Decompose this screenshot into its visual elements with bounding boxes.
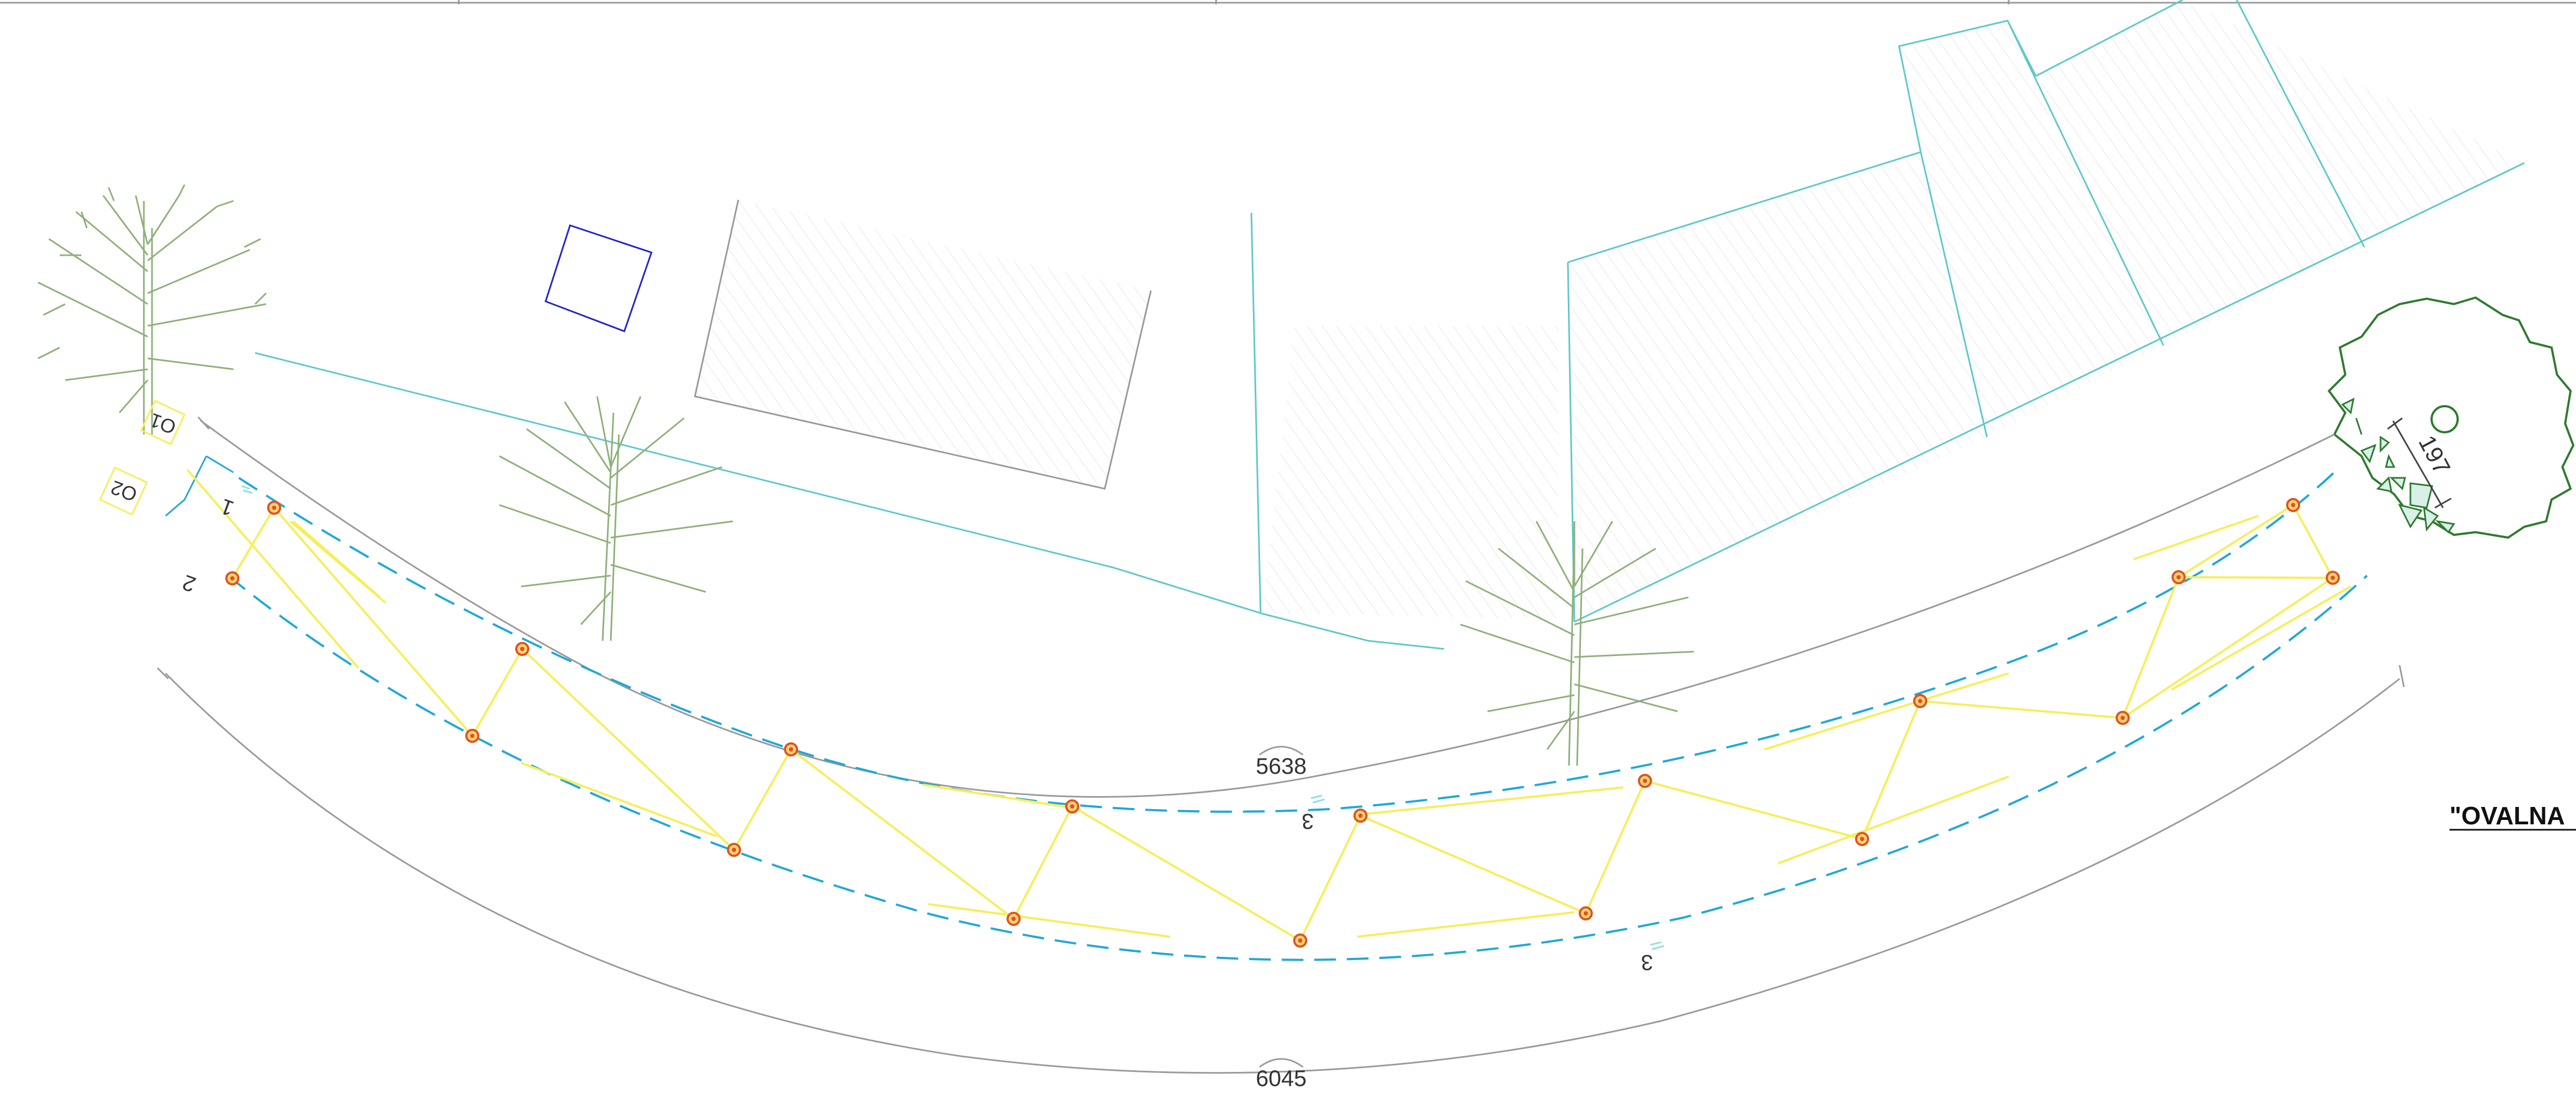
survey-marker <box>1065 799 1079 813</box>
tree-3 <box>1460 521 1694 766</box>
survey-marker <box>1855 832 1869 846</box>
network-segment <box>2178 504 2294 578</box>
point-label-3a: 3 <box>1302 809 1314 833</box>
network-tangent <box>2133 515 2259 560</box>
survey-marker <box>515 642 529 656</box>
boundary-corners <box>165 455 234 517</box>
survey-marker <box>465 729 479 743</box>
point-label-3b: 3 <box>1641 950 1653 974</box>
survey-marker <box>1579 906 1593 920</box>
survey-marker <box>2116 711 2130 725</box>
building-cyan-hatched <box>1262 0 2524 622</box>
dimension-outer-arc: 6045 <box>1256 1065 1306 1091</box>
network-segment <box>790 748 1015 920</box>
dimension-ticks <box>1259 746 1303 1068</box>
network-tangent <box>521 762 717 837</box>
network-tangent <box>186 469 359 669</box>
network-segment <box>273 507 473 737</box>
network-segment <box>1920 700 2123 719</box>
outer-gray-arc <box>156 665 2405 1074</box>
survey-marker <box>2172 570 2186 584</box>
network-segment <box>1585 780 1646 914</box>
point-label-2: 2 <box>180 570 199 597</box>
survey-marker <box>784 742 798 756</box>
marker-o2: O2 <box>99 466 148 516</box>
dashed-boundary-outer <box>227 575 2368 961</box>
dimension-inner-arc: 5638 <box>1256 753 1306 779</box>
survey-marker <box>1007 912 1021 926</box>
survey-marker <box>1353 809 1368 823</box>
dashed-boundary-inner <box>238 466 2341 813</box>
title-text: "OVALNA <box>2450 802 2565 830</box>
marker-o1: O1 <box>140 400 186 445</box>
network-tangent <box>1357 911 1575 938</box>
tree-span-label: 197 <box>2413 431 2455 479</box>
survey-marker <box>2286 498 2300 512</box>
network-segment <box>1299 815 1362 941</box>
network-tangent <box>928 903 1170 938</box>
survey-marker <box>2326 571 2340 585</box>
survey-marker <box>267 501 281 515</box>
network-segment <box>2122 577 2180 718</box>
blue-square-marker <box>545 224 653 332</box>
survey-marker <box>1293 933 1307 948</box>
network-segment <box>1360 815 1586 914</box>
tree-1 <box>37 184 267 434</box>
drawing-title: "OVALNA <box>2450 802 2576 831</box>
network-segment <box>2178 576 2333 579</box>
network-tangent <box>922 784 1081 810</box>
network-segment <box>733 749 792 850</box>
survey-marker <box>727 843 741 857</box>
network-tangent <box>1764 672 2009 750</box>
survey-markers <box>225 498 2340 948</box>
cyan-point-ticks <box>241 485 1664 950</box>
network-segment <box>1071 805 1301 942</box>
survey-marker <box>1913 694 1927 708</box>
survey-marker <box>225 571 239 585</box>
network-tangent <box>292 520 381 598</box>
network-segment <box>471 648 523 736</box>
network-tangent <box>1777 775 2009 864</box>
network-segment <box>2122 577 2334 719</box>
sheet-frame <box>0 0 2576 4</box>
network-segment <box>2292 504 2334 578</box>
bush-cluster <box>2327 296 2575 539</box>
network-tangent <box>2171 585 2351 691</box>
network-segment <box>521 648 735 851</box>
inner-gray-arc <box>197 416 2335 798</box>
network-tangent <box>1359 786 1624 816</box>
yellow-network-lines <box>186 469 2351 942</box>
network-segment <box>231 507 275 579</box>
building-gray <box>694 199 1152 490</box>
network-segment <box>1012 806 1073 919</box>
network-segment <box>1861 701 1921 840</box>
tree-2 <box>499 396 733 641</box>
survey-marker <box>1638 774 1652 788</box>
network-segment <box>1644 780 1863 840</box>
marker-o2-label: O2 <box>108 476 140 506</box>
